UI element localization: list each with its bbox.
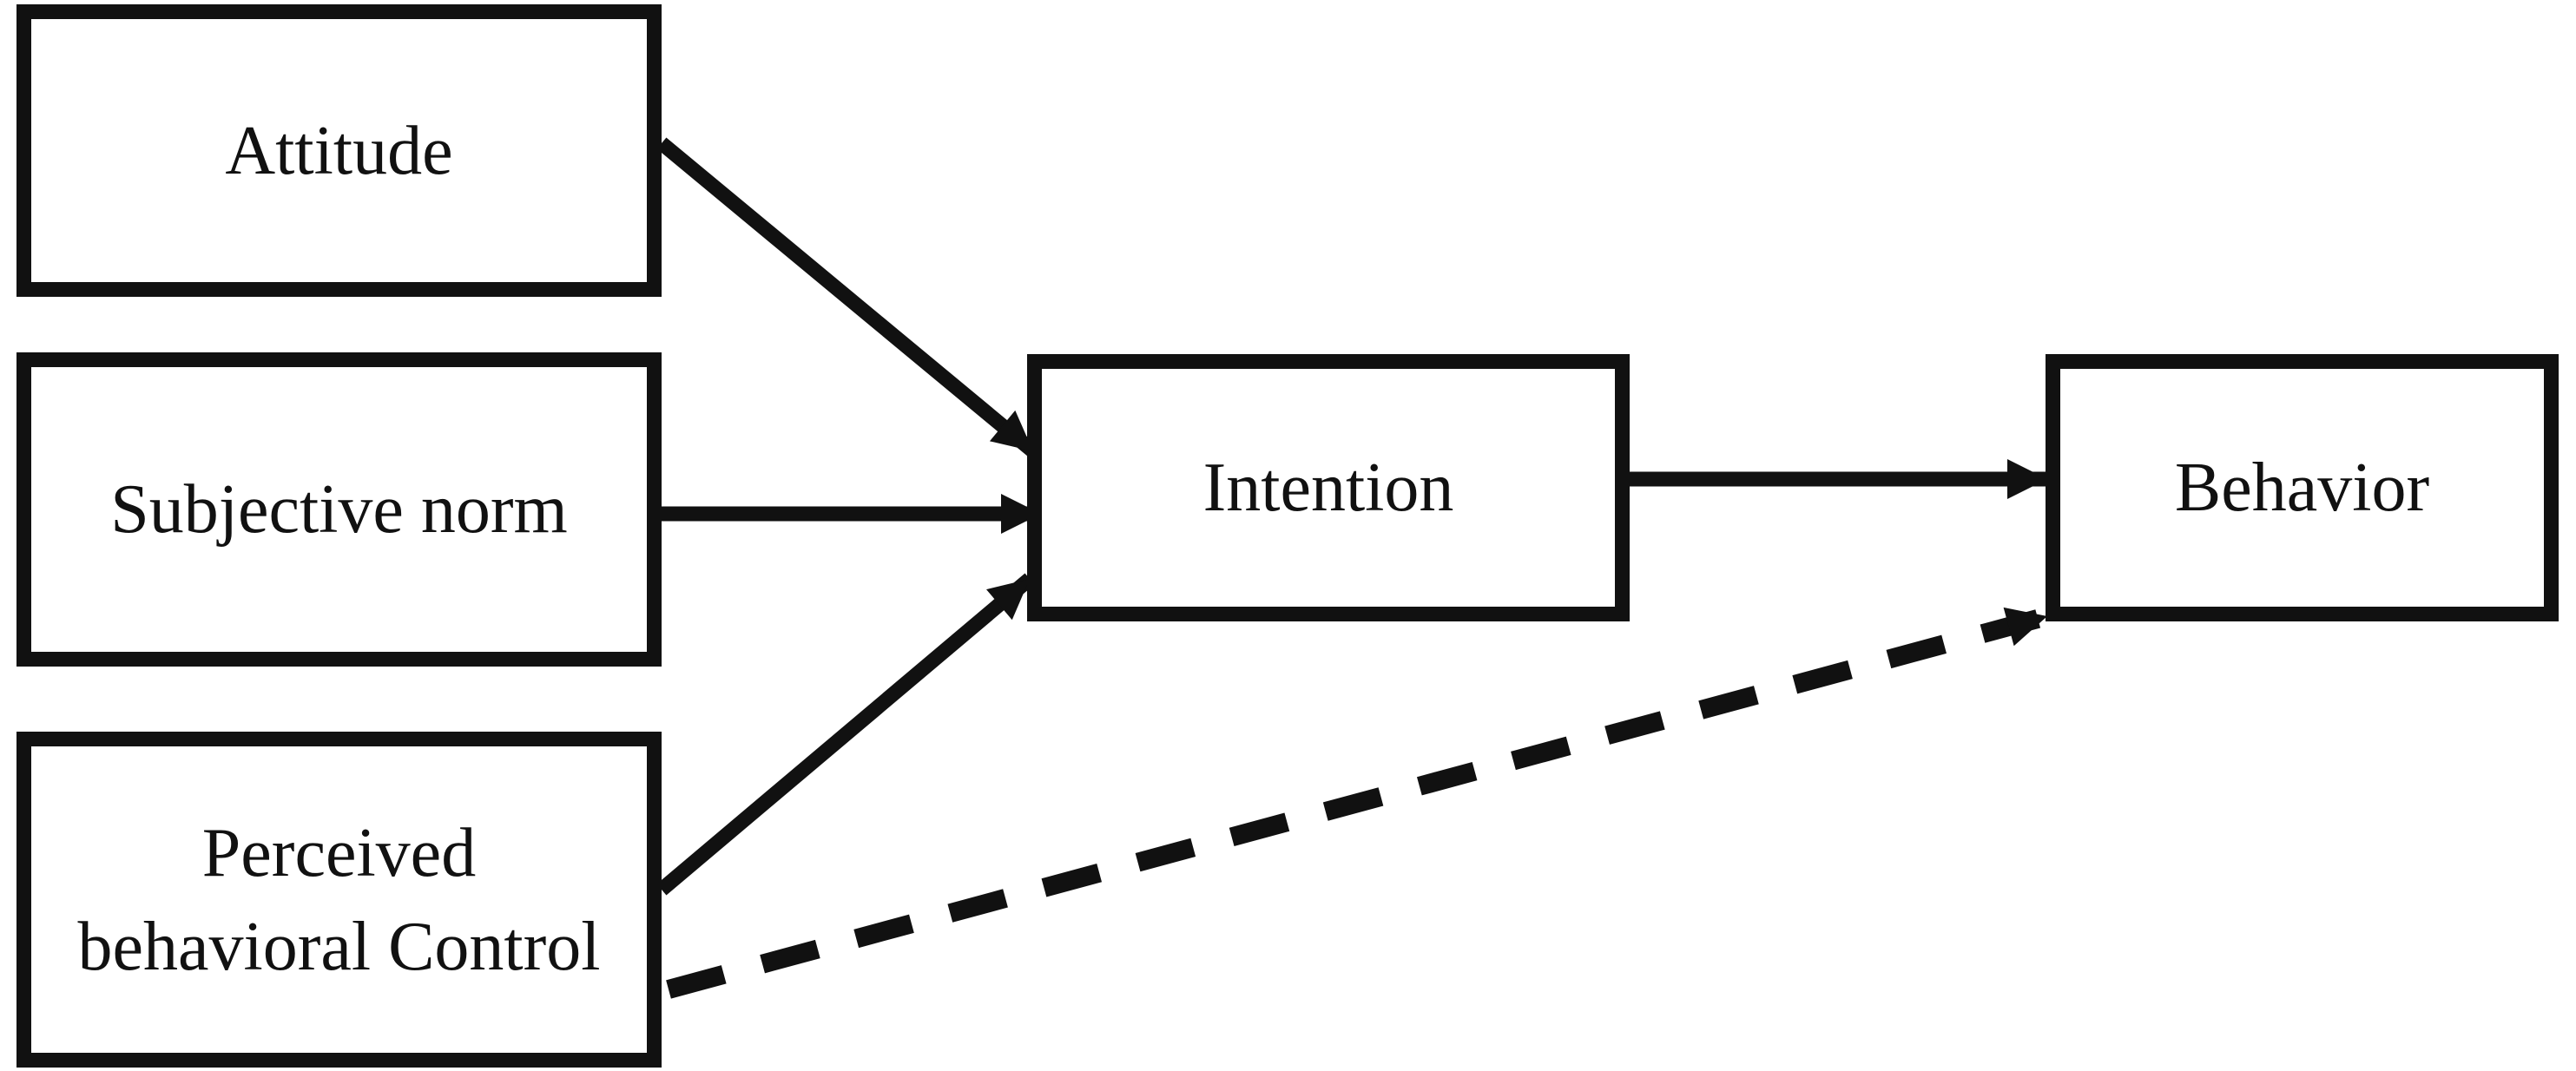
node-label-line1: Perceived [201, 814, 477, 891]
node-subjective-norm: Subjective norm [16, 352, 662, 667]
node-label-line2: behavioral Control [77, 908, 601, 985]
edge-pbc-to-intention [656, 573, 1035, 896]
node-attitude: Attitude [16, 4, 662, 297]
node-label: Behavior [2174, 450, 2430, 526]
node-intention: Intention [1027, 354, 1630, 621]
node-perceived-behavioral-control: Perceived behavioral Control [16, 732, 662, 1068]
node-label: Attitude [225, 112, 453, 189]
node-label: Subjective norm [110, 471, 568, 548]
node-behavior: Behavior [2046, 354, 2559, 621]
node-label: Intention [1202, 450, 1454, 526]
edge-attitude-to-intention [656, 137, 1038, 457]
edge-pbc-to-behavior-dashed [666, 607, 2050, 999]
